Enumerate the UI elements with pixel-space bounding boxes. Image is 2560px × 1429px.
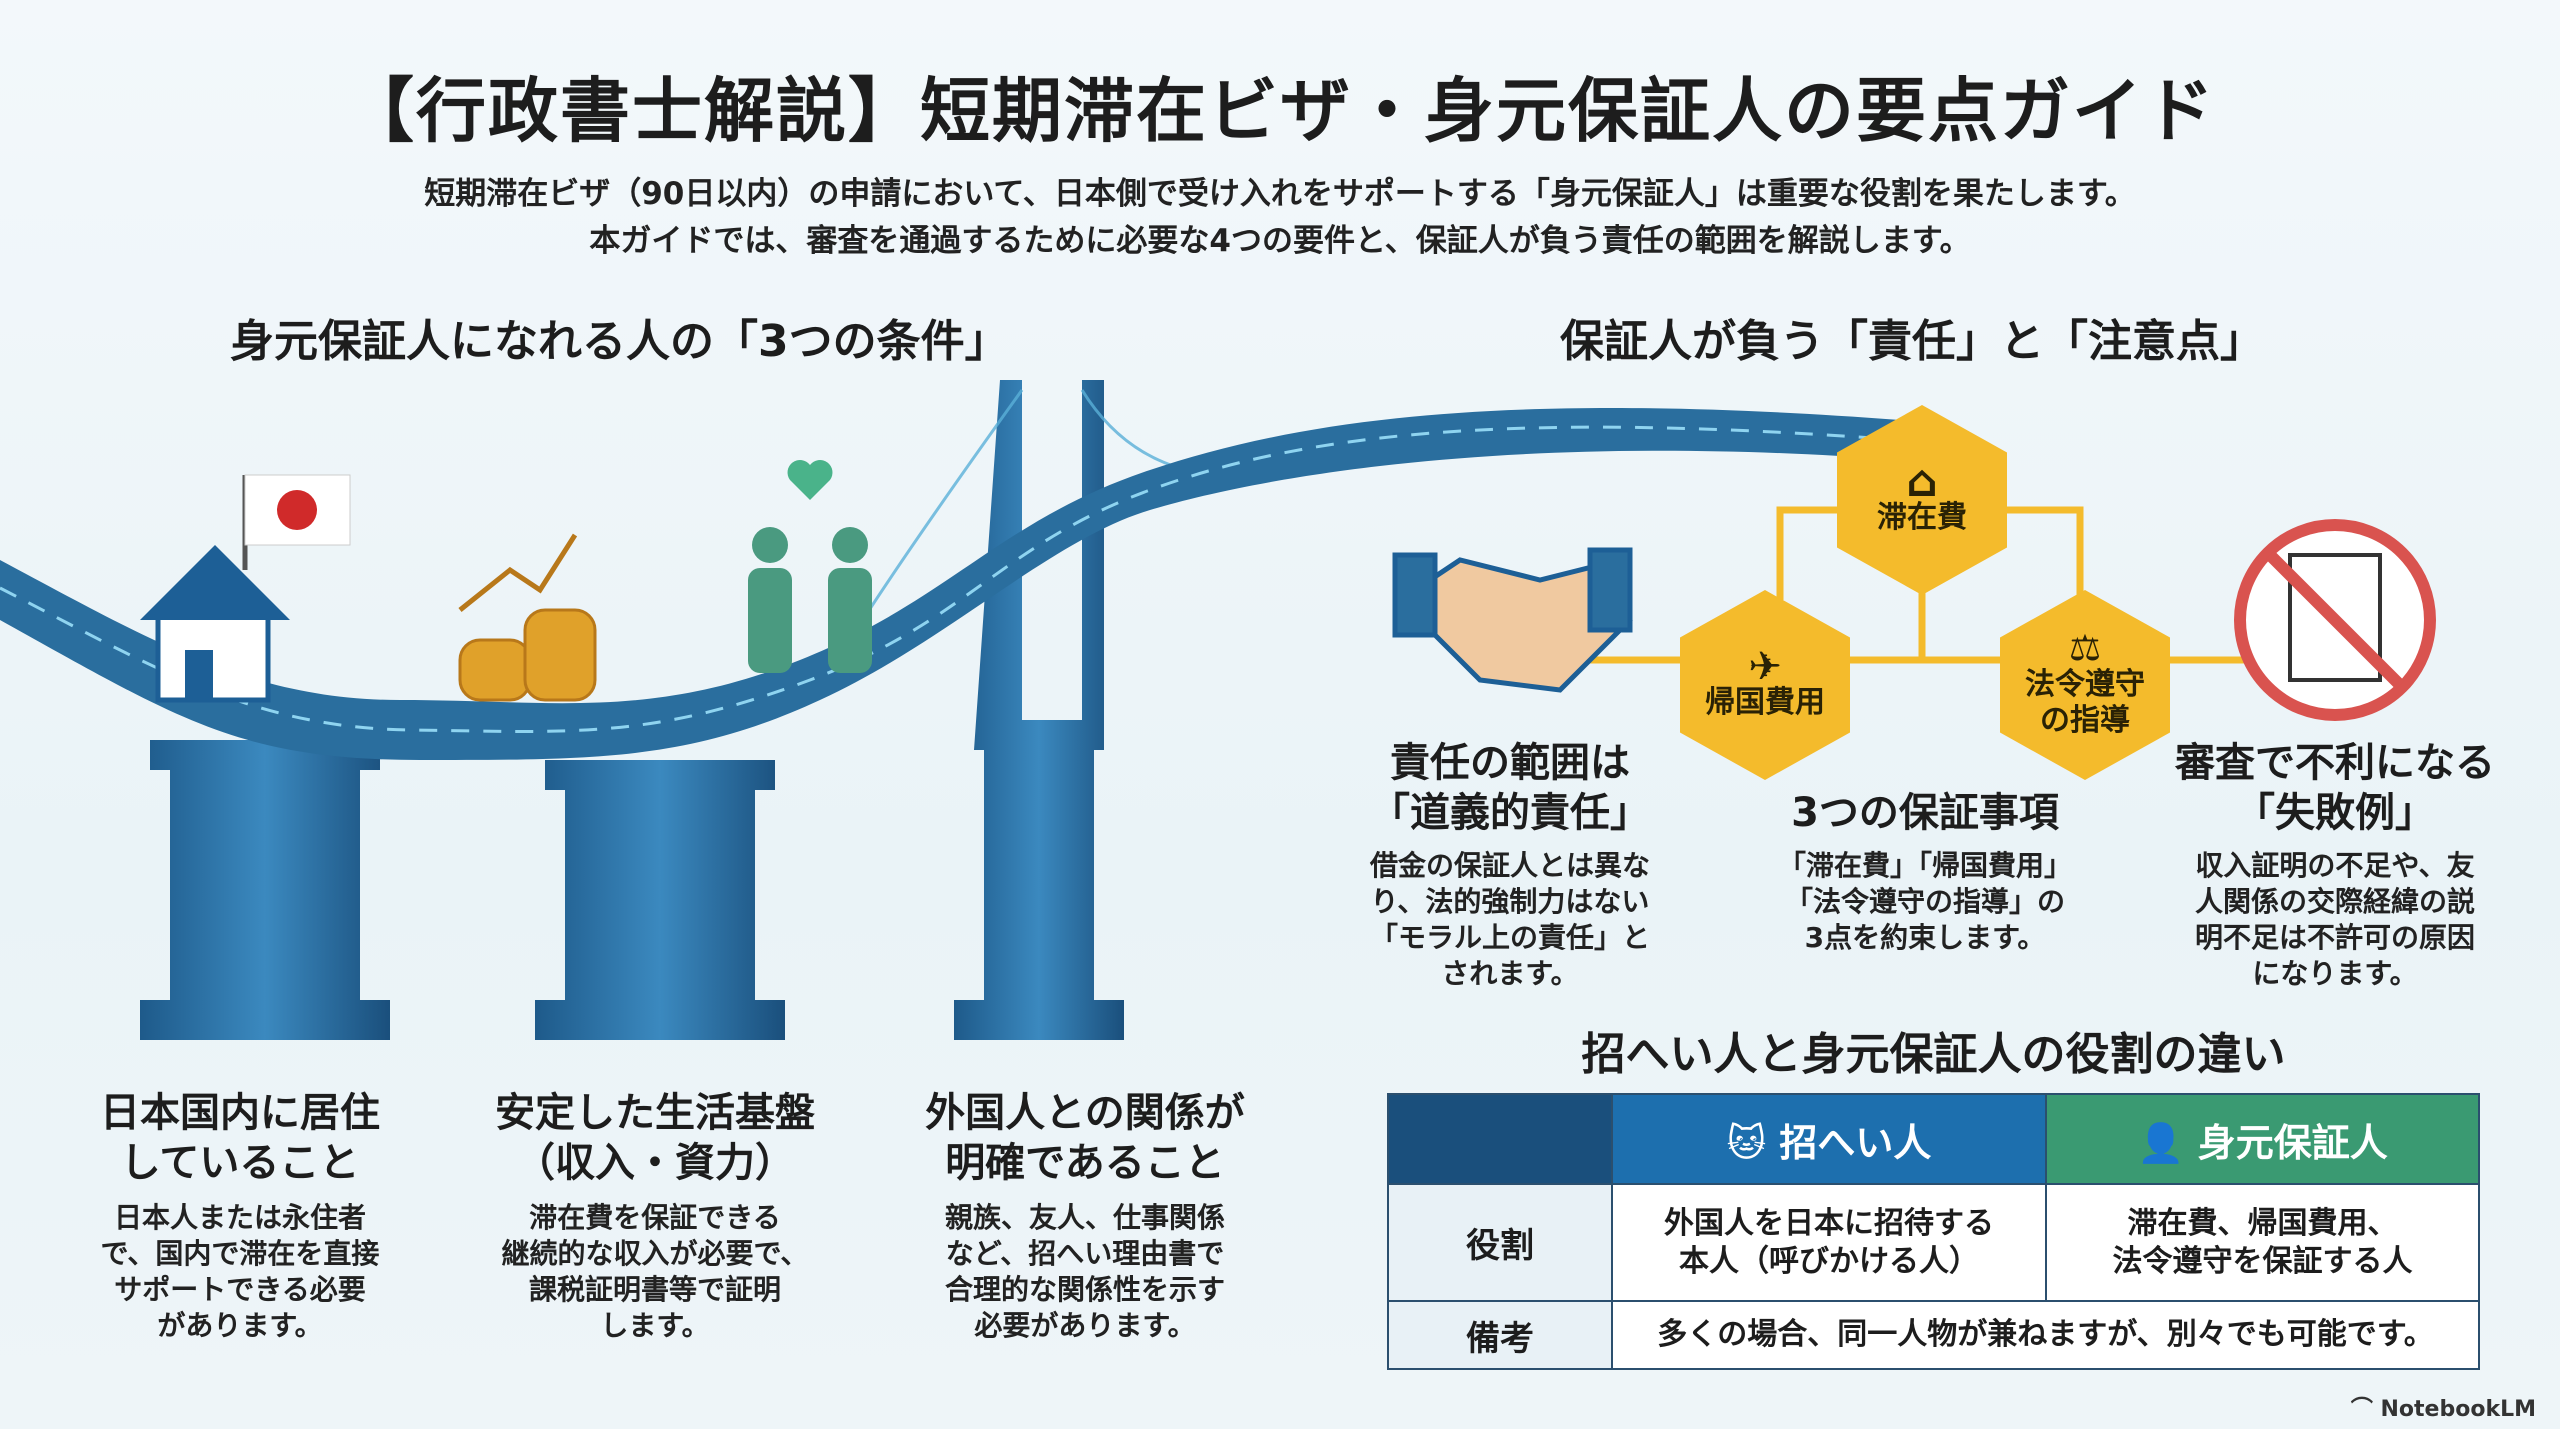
hex-label: 帰国費用 bbox=[1705, 685, 1825, 720]
page-title: 【行政書士解説】短期滞在ビザ・身元保証人の要点ガイド bbox=[344, 70, 2216, 152]
hex-label: の指導 bbox=[2040, 703, 2130, 738]
cell-guarantor-role: 滞在費、帰国費用、法令遵守を保証する人 bbox=[2045, 1183, 2480, 1302]
point-title: 「道義的責任」 bbox=[1370, 790, 1650, 836]
header-inviter: 🐱 招へい人 bbox=[1611, 1093, 2047, 1185]
condition-3: 外国人との関係が明確であること 親族、友人、仕事関係など、招へい理由書で合理的な… bbox=[875, 1088, 1295, 1344]
left-section-heading: 身元保証人になれる人の「3つの条件」 bbox=[230, 316, 1009, 367]
condition-title: していること bbox=[120, 1140, 360, 1186]
row-label-role: 役割 bbox=[1387, 1183, 1613, 1302]
person-check-icon: 👤 bbox=[2137, 1120, 2198, 1165]
condition-title: 明確であること bbox=[945, 1140, 1225, 1186]
bridge-roadway bbox=[0, 408, 1900, 760]
point-title: 「失敗例」 bbox=[2235, 790, 2435, 836]
house-flag-icon bbox=[140, 474, 351, 703]
subtitle-line-1: 短期滞在ビザ（90日以内）の申請において、日本側で受け入れをサポートする「身元保… bbox=[424, 176, 2136, 212]
point-moral-responsibility: 責任の範囲は「道義的責任」 借金の保証人とは異なり、法的強制力はない「モラル上の… bbox=[1300, 738, 1720, 992]
row-label-notes: 備考 bbox=[1387, 1300, 1613, 1370]
bridge-pillars bbox=[140, 380, 1124, 1040]
point-title: 審査で不利になる bbox=[2175, 740, 2495, 786]
hex-stay-cost: ⌂滞在費 bbox=[1837, 405, 2007, 595]
watermark: ⌒ NotebookLM bbox=[2350, 1397, 2536, 1422]
house-icon: ⌂ bbox=[1906, 456, 1938, 507]
prohibited-document-icon bbox=[2234, 519, 2436, 721]
condition-title: 外国人との関係が bbox=[925, 1090, 1245, 1136]
handshake-icon bbox=[1392, 547, 1633, 693]
condition-body: 日本人または永住者で、国内で滞在を直接サポートできる必要があります。 bbox=[100, 1201, 380, 1342]
cat-icon: 🐱 bbox=[1726, 1120, 1780, 1165]
condition-1: 日本国内に居住していること 日本人または永住者で、国内で滞在を直接サポートできる… bbox=[30, 1088, 450, 1344]
roles-comparison-table: 🐱 招へい人 👤 身元保証人 役割 外国人を日本に招待する本人（呼びかける人） … bbox=[1387, 1093, 2480, 1370]
condition-2: 安定した生活基盤（収入・資力） 滞在費を保証できる継続的な収入が必要で、課税証明… bbox=[445, 1088, 865, 1344]
point-failure-cases: 審査で不利になる「失敗例」 収入証明の不足や、友人関係の交際経緯の説明不足は不許… bbox=[2125, 738, 2545, 992]
point-title: 3つの保証事項 bbox=[1791, 790, 2059, 836]
subtitle-line-2: 本ガイドでは、審査を通過するために必要な4つの要件と、保証人が負う責任の範囲を解… bbox=[589, 223, 1971, 259]
notebooklm-logo-icon: ⌒ bbox=[2350, 1397, 2381, 1422]
condition-title: 日本国内に居住 bbox=[100, 1090, 380, 1136]
condition-title: （収入・資力） bbox=[515, 1140, 795, 1186]
point-body: 借金の保証人とは異なり、法的強制力はない「モラル上の責任」とされます。 bbox=[1369, 849, 1650, 990]
gavel-icon: ⚖ bbox=[2068, 628, 2102, 669]
condition-body: 滞在費を保証できる継続的な収入が必要で、課税証明書等で証明します。 bbox=[501, 1201, 809, 1342]
table-corner bbox=[1387, 1093, 1613, 1185]
hex-label: 滞在費 bbox=[1877, 500, 1967, 535]
coins-chart-icon bbox=[458, 533, 597, 702]
airplane-icon: ✈ bbox=[1748, 644, 1782, 690]
cell-inviter-role: 外国人を日本に招待する本人（呼びかける人） bbox=[1611, 1183, 2047, 1302]
cell-notes: 多くの場合、同一人物が兼ねますが、別々でも可能です。 bbox=[1611, 1300, 2480, 1370]
header-guarantor: 👤 身元保証人 bbox=[2045, 1093, 2480, 1185]
condition-body: 親族、友人、仕事関係など、招へい理由書で合理的な関係性を示す必要があります。 bbox=[944, 1201, 1225, 1342]
right-section-heading: 保証人が負う「責任」と「注意点」 bbox=[1560, 316, 2264, 367]
point-title: 責任の範囲は bbox=[1390, 740, 1630, 786]
people-heart-icon bbox=[748, 459, 872, 673]
hex-return-cost: ✈帰国費用 bbox=[1680, 590, 1850, 780]
table-heading: 招へい人と身元保証人の役割の違い bbox=[1581, 1029, 2286, 1080]
point-body: 収入証明の不足や、友人関係の交際経緯の説明不足は不許可の原因になります。 bbox=[2194, 849, 2475, 990]
hex-label: 法令遵守 bbox=[2025, 667, 2145, 702]
condition-title: 安定した生活基盤 bbox=[495, 1090, 815, 1136]
